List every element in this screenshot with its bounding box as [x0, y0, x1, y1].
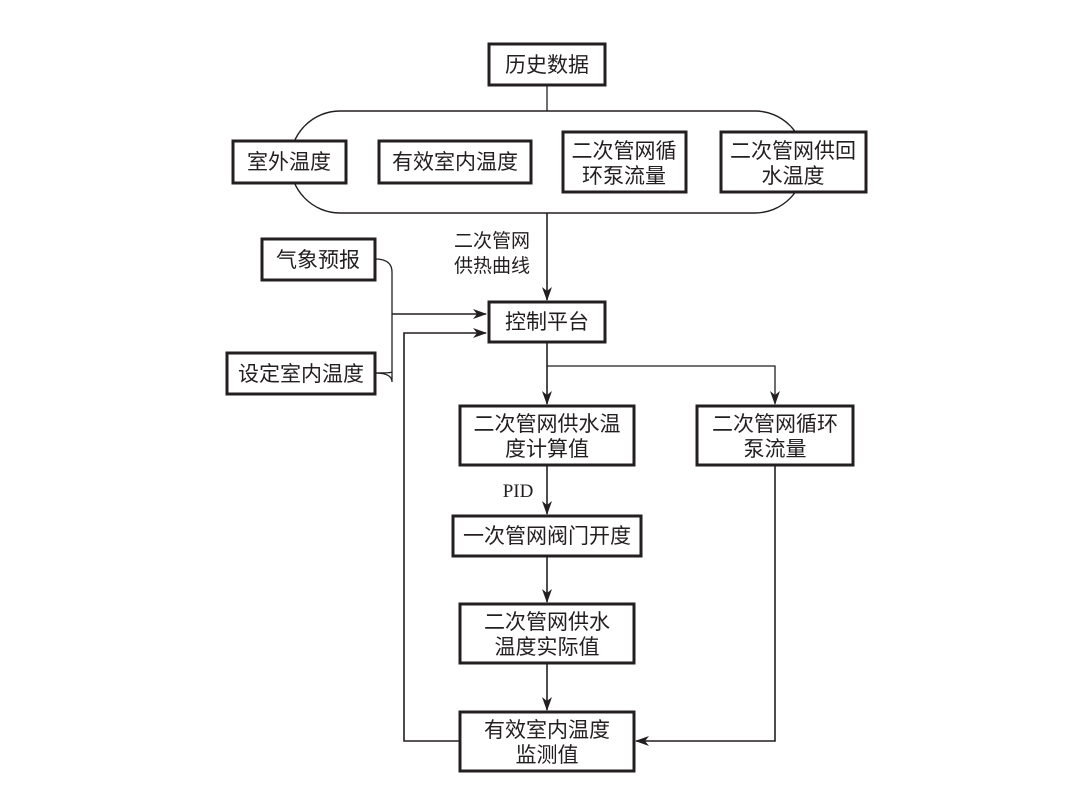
node-weather-forecast-label: 气象预报 — [276, 248, 360, 272]
node-weather-forecast: 气象预报 — [260, 237, 377, 282]
node-primary-valve-opening: 一次管网阀门开度 — [451, 514, 643, 558]
node-supply-temp-actual: 二次管网供水 温度实际值 — [458, 602, 636, 665]
node-indoor-temp-monitor: 有效室内温度 监测值 — [458, 710, 636, 773]
edge-feedback-to-control — [403, 328, 487, 742]
edge-pump-to-monitor — [635, 466, 776, 746]
edge-control-to-pump — [547, 365, 780, 405]
node-supply-temp-calc-line1: 二次管网供水温 — [474, 412, 621, 436]
edge-weather-bracket — [374, 258, 393, 383]
node-indoor-temp-monitor-line1: 有效室内温度 — [484, 718, 610, 742]
edge-label-heating-curve-line1: 二次管网 — [454, 230, 530, 252]
node-effective-indoor-temp-label: 有效室内温度 — [392, 150, 518, 174]
node-effective-indoor-temp: 有效室内温度 — [377, 139, 533, 185]
node-secondary-pump-flow-line2: 泵流量 — [744, 437, 807, 461]
edge-label-pid: PID — [503, 481, 534, 502]
node-outdoor-temp: 室外温度 — [231, 139, 348, 185]
node-secondary-pump-flow-hist-line2: 环泵流量 — [582, 164, 666, 188]
node-outdoor-temp-label: 室外温度 — [247, 150, 331, 174]
node-primary-valve-opening-label: 一次管网阀门开度 — [463, 524, 631, 548]
node-supply-temp-calc-line2: 度计算值 — [505, 437, 589, 461]
node-supply-temp-actual-line1: 二次管网供水 — [484, 610, 610, 634]
edge-setpoint-bracket — [374, 371, 393, 374]
node-set-indoor-temp: 设定室内温度 — [225, 351, 377, 396]
node-control-platform: 控制平台 — [487, 300, 607, 344]
node-secondary-pump-flow-line1: 二次管网循环 — [712, 412, 838, 436]
node-secondary-pump-flow-hist: 二次管网循 环泵流量 — [561, 130, 688, 194]
node-control-platform-label: 控制平台 — [505, 310, 589, 334]
node-supply-temp-calc: 二次管网供水温 度计算值 — [458, 404, 636, 467]
node-secondary-supply-return-temp-line2: 水温度 — [762, 164, 825, 188]
node-history-data-label: 历史数据 — [505, 53, 589, 77]
node-history-data: 历史数据 — [487, 42, 607, 87]
node-secondary-supply-return-temp-line1: 二次管网供回 — [730, 139, 856, 163]
node-secondary-pump-flow-hist-line1: 二次管网循 — [572, 139, 677, 163]
node-secondary-pump-flow: 二次管网循环 泵流量 — [695, 404, 855, 467]
node-secondary-supply-return-temp: 二次管网供回 水温度 — [719, 130, 868, 194]
edge-label-heating-curve-line2: 供热曲线 — [454, 255, 530, 277]
node-supply-temp-actual-line2: 温度实际值 — [495, 635, 600, 659]
node-indoor-temp-monitor-line2: 监测值 — [516, 743, 579, 767]
node-set-indoor-temp-label: 设定室内温度 — [238, 362, 364, 386]
